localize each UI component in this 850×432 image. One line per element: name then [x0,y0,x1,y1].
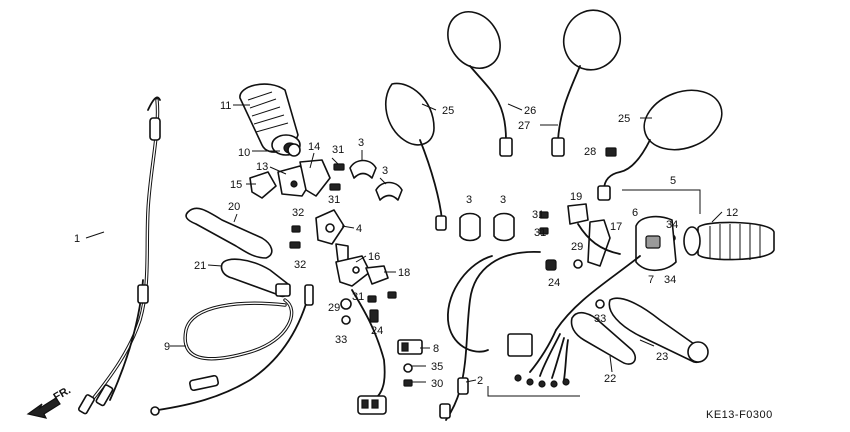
callout-18: 18 [398,267,410,279]
callout-26: 26 [524,105,536,117]
callout-21: 21 [194,260,206,272]
callout-30: 30 [431,378,443,390]
direction-label: FR. [52,384,73,403]
callout-31e: 31 [352,291,364,303]
callout-23: 23 [656,351,668,363]
center-harness [487,255,641,397]
callout-17: 17 [610,221,622,233]
callout-25a: 25 [442,105,454,117]
callout-25b: 25 [618,113,630,125]
callout-24a: 24 [548,277,560,289]
callout-2: 2 [477,375,483,387]
callout-34a: 34 [666,219,678,231]
callout-7: 7 [648,274,654,286]
clutch-cable [150,284,314,416]
callout-16: 16 [368,251,380,263]
callout-4: 4 [356,223,362,235]
connector [397,339,423,355]
callout-14: 14 [308,141,320,153]
callout-35: 35 [431,361,443,373]
callout-29b: 29 [328,302,340,314]
callout-29a: 29 [571,241,583,253]
callout-numbers: 1 2 3 3 3 3 4 5 6 7 8 9 10 11 12 13 14 1… [74,100,738,390]
callout-3b: 3 [382,165,388,177]
callout-22: 22 [604,373,616,385]
callout-3a: 3 [358,137,364,149]
top-mirrors [447,9,622,157]
callout-20: 20 [228,201,240,213]
callout-33b: 33 [594,313,606,325]
throttle-cable [77,96,161,415]
brake-lever [570,297,709,365]
callout-31c: 31 [532,209,544,221]
left-mirror [384,82,447,231]
right-grip [683,221,775,261]
callout-33a: 33 [335,334,347,346]
callout-24b: 24 [371,325,383,337]
callout-15: 15 [230,179,242,191]
handlebar-clamps [349,159,515,242]
leader-lines [85,103,723,383]
callout-32b: 32 [294,259,306,271]
callout-28: 28 [584,146,596,158]
callout-31b: 31 [328,194,340,206]
callout-27: 27 [518,120,530,132]
diagram-code: KE13-F0300 [706,409,773,421]
callout-3c: 3 [466,194,472,206]
callout-8: 8 [433,343,439,355]
switch-harness [439,251,541,421]
callout-13: 13 [256,161,268,173]
callout-3d: 3 [500,194,506,206]
left-switch-wiring [351,289,387,415]
callout-31d: 31 [534,227,546,239]
right-mirror [597,89,723,201]
callout-32a: 32 [292,207,304,219]
right-switch-housing [587,189,701,272]
callout-1: 1 [74,233,80,245]
switch-housing [249,159,331,199]
lever-bracket [220,258,291,298]
callout-11: 11 [220,100,231,112]
callout-31a: 31 [332,144,344,156]
clutch-lever [185,207,273,259]
callout-10: 10 [238,147,250,159]
callout-19: 19 [570,191,582,203]
front-direction-arrow: FR. [26,384,73,419]
callout-34b: 34 [664,274,676,286]
brake-switch [567,203,621,255]
grip-end [287,143,301,157]
callout-12: 12 [726,207,738,219]
callout-9: 9 [164,341,170,353]
callout-6: 6 [632,207,638,219]
lever-holder [315,209,389,287]
callout-5: 5 [670,175,676,187]
